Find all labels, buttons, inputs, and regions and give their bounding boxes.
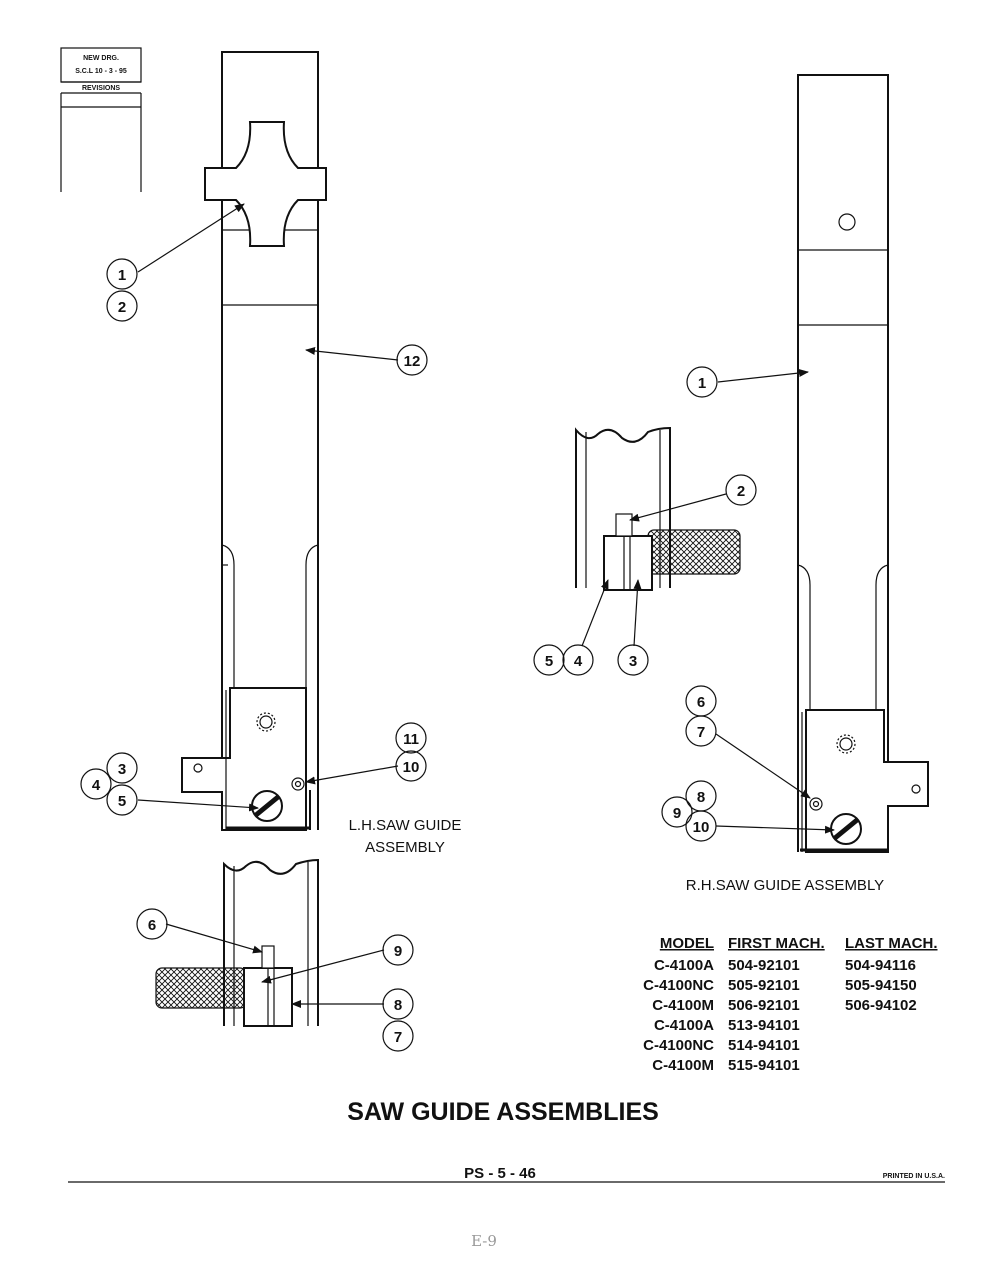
table-cell: 505-94150 (845, 977, 917, 994)
lh-assembly-label-2: ASSEMBLY (365, 839, 445, 856)
svg-text:9: 9 (673, 805, 681, 822)
lh-adjuster-icon (256, 712, 276, 732)
rh-knurled-knob (647, 529, 741, 575)
lh-detail-callout-9: 9 (382, 934, 414, 966)
table-header-first: FIRST MACH. (728, 935, 825, 952)
table-cell: 506-94102 (845, 997, 917, 1014)
lh-detail-callout-7: 7 (382, 1020, 414, 1052)
lh-saw-guide-assembly (137, 51, 399, 831)
lh-callout-2: 2 (106, 290, 138, 322)
svg-text:10: 10 (403, 759, 420, 776)
printed-in-usa: PRINTED IN U.S.A. (883, 1173, 945, 1180)
lh-callout-4: 4 (80, 768, 112, 800)
lh-callout-12: 12 (396, 344, 428, 376)
table-cell: C-4100A (654, 1017, 714, 1034)
rh-detail-callout-2: 2 (725, 474, 757, 506)
lh-detail-callout-8: 8 (382, 988, 414, 1020)
revision-header: REVISIONS (82, 85, 120, 92)
lh-detail-callout-6: 6 (136, 908, 168, 940)
svg-text:8: 8 (394, 997, 402, 1014)
lh-callout-10: 10 (395, 750, 427, 782)
table-cell: C-4100NC (643, 1037, 714, 1054)
svg-text:2: 2 (737, 483, 745, 500)
revision-block: NEW DRG. S.C.L 10 - 3 - 95 REVISIONS (60, 47, 142, 192)
rh-mount-hole (911, 784, 921, 794)
rh-callout-10: 10 (685, 810, 717, 842)
table-cell: 504-94116 (845, 957, 916, 974)
table-cell: C-4100M (652, 997, 714, 1014)
page-title: SAW GUIDE ASSEMBLIES (347, 1098, 659, 1126)
handwritten-note: E-9 (471, 1232, 497, 1250)
rh-saw-guide-assembly (715, 74, 929, 853)
svg-text:10: 10 (693, 819, 710, 836)
svg-text:2: 2 (118, 299, 126, 316)
svg-text:4: 4 (574, 653, 583, 670)
rh-slotted-screw-icon (830, 813, 862, 845)
svg-text:3: 3 (118, 761, 126, 778)
rh-detail-callout-3: 3 (617, 644, 649, 676)
star-knob (204, 121, 327, 247)
table-cell: C-4100A (654, 957, 714, 974)
rh-callout-6: 6 (685, 685, 717, 717)
svg-text:6: 6 (148, 917, 156, 934)
table-header-model: MODEL (660, 935, 714, 952)
lh-assembly-label-1: L.H.SAW GUIDE (349, 817, 462, 834)
rh-guide-block (805, 709, 929, 853)
svg-text:9: 9 (394, 943, 402, 960)
table-cell: 515-94101 (728, 1057, 800, 1074)
rh-detail-view (575, 426, 741, 647)
rh-assembly-label: R.H.SAW GUIDE ASSEMBLY (686, 877, 884, 894)
rh-callout-7: 7 (685, 715, 717, 747)
svg-text:7: 7 (394, 1029, 402, 1046)
lh-mount-hole (193, 763, 203, 773)
svg-text:4: 4 (92, 777, 101, 794)
svg-text:1: 1 (118, 267, 126, 284)
svg-text:3: 3 (629, 653, 637, 670)
table-header-last: LAST MACH. (845, 935, 938, 952)
rh-small-screw-icon (809, 797, 823, 811)
svg-text:5: 5 (118, 793, 126, 810)
table-cell: 514-94101 (728, 1037, 800, 1054)
page-number: PS - 5 - 46 (464, 1165, 536, 1182)
table-cell: 505-92101 (728, 977, 800, 994)
lh-callout-5: 5 (106, 784, 138, 816)
revision-line-1: NEW DRG. (83, 55, 119, 62)
svg-text:8: 8 (697, 789, 705, 806)
svg-text:1: 1 (698, 375, 706, 392)
table-cell: 513-94101 (728, 1017, 800, 1034)
svg-text:12: 12 (404, 353, 421, 370)
lh-callout-11: 11 (395, 722, 427, 754)
lh-slotted-screw-icon (251, 790, 283, 822)
rh-callout-1: 1 (686, 366, 718, 398)
table-cell: C-4100M (652, 1057, 714, 1074)
rh-detail-callout-5: 5 (533, 644, 565, 676)
lh-callout-3: 3 (106, 752, 138, 784)
lh-callout-1: 1 (106, 258, 138, 290)
model-table: MODEL FIRST MACH. LAST MACH. C-4100A 504… (643, 935, 937, 1074)
revision-line-2: S.C.L 10 - 3 - 95 (75, 68, 127, 75)
table-cell: C-4100NC (643, 977, 714, 994)
lh-detail-view (155, 858, 385, 1027)
svg-text:11: 11 (403, 731, 419, 748)
lh-knurled-knob (155, 967, 247, 1009)
rh-adjuster-icon (836, 734, 856, 754)
rh-top-hole (838, 213, 856, 231)
svg-text:5: 5 (545, 653, 553, 670)
svg-text:7: 7 (697, 724, 705, 741)
svg-text:6: 6 (697, 694, 705, 711)
rh-callout-9: 9 (661, 796, 693, 828)
lh-small-screw-icon (291, 777, 305, 791)
table-cell: 506-92101 (728, 997, 800, 1014)
rh-detail-callout-4: 4 (562, 644, 594, 676)
lh-guide-block (181, 687, 307, 831)
table-cell: 504-92101 (728, 957, 800, 974)
